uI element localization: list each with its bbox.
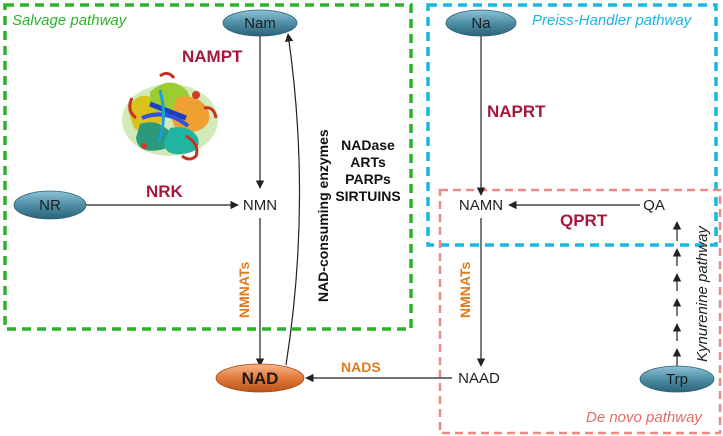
node-nad: NAD	[215, 363, 305, 393]
enzyme-qprt: QPRT	[560, 211, 608, 230]
enzyme-nmnats-right: NMNATs	[457, 262, 473, 318]
salvage-pathway-box	[3, 3, 413, 331]
kynurenine-pathway-label: Kynurenine pathway	[694, 225, 711, 362]
node-nam: Nam	[222, 9, 298, 37]
de-novo-pathway-label: De novo pathway	[586, 409, 703, 426]
node-naad: NAAD	[458, 370, 500, 387]
consumer-parps: PARPs	[345, 171, 391, 187]
consumer-nadase: NADase	[341, 137, 395, 153]
nad-consuming-enzymes-heading: NAD-consuming enzymes	[315, 129, 331, 302]
enzyme-nrk: NRK	[146, 182, 184, 201]
node-nmn: NMN	[243, 197, 277, 214]
salvage-pathway-label: Salvage pathway	[12, 12, 128, 29]
svg-text:Na: Na	[471, 15, 491, 32]
nampt-protein-structure-image	[122, 71, 218, 161]
enzyme-nads: NADS	[341, 359, 381, 375]
svg-text:NR: NR	[39, 197, 61, 214]
node-nr: NR	[13, 190, 87, 220]
enzyme-nampt: NAMPT	[182, 47, 243, 66]
consumer-sirtuins: SIRTUINS	[335, 188, 400, 204]
de-novo-pathway-box	[438, 188, 722, 435]
enzyme-nmnats-left: NMNATs	[236, 262, 252, 318]
svg-text:Trp: Trp	[666, 371, 688, 388]
preiss-handler-pathway-box	[426, 3, 718, 247]
node-trp: Trp	[639, 365, 715, 393]
node-qa: QA	[643, 197, 665, 214]
node-na: Na	[445, 9, 517, 37]
svg-text:Nam: Nam	[244, 15, 276, 32]
svg-text:NAD: NAD	[242, 369, 279, 388]
consumer-arts: ARTs	[350, 154, 386, 170]
enzyme-naprt: NAPRT	[487, 102, 546, 121]
node-namn: NAMN	[459, 197, 503, 214]
arrow-nad-consumption-to-nam	[284, 33, 301, 366]
preiss-handler-pathway-label: Preiss-Handler pathway	[532, 12, 693, 29]
